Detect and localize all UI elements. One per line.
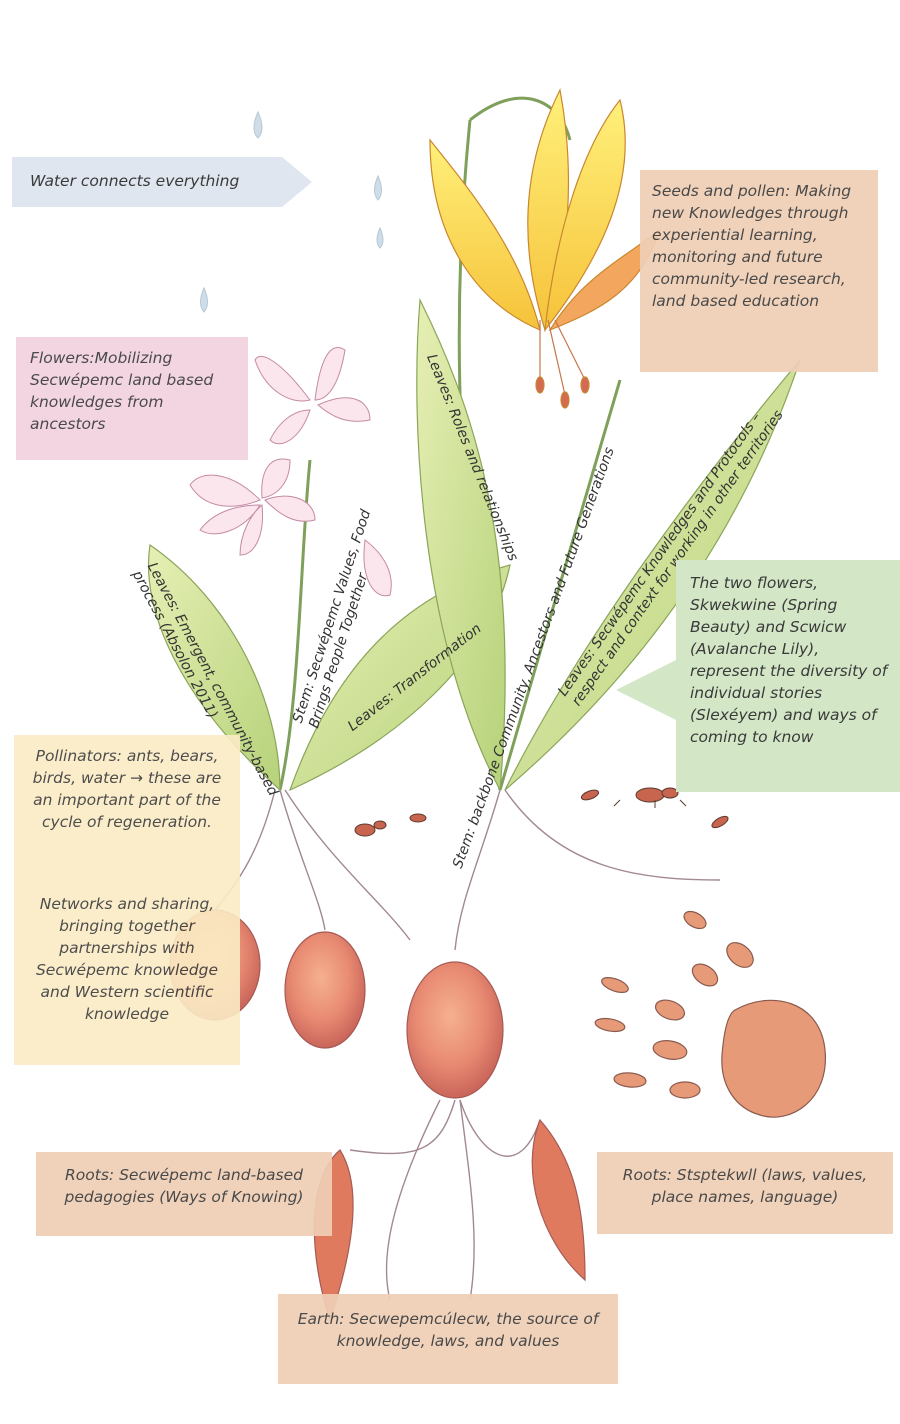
roots-right-box: Roots: Stsptekwll (laws, values, place n… [597, 1152, 893, 1234]
ant-icon [355, 788, 730, 836]
flowers-box: Flowers:Mobilizing Secwépemc land based … [16, 337, 248, 460]
earth-box: Earth: Secwepemcúlecw, the source of kno… [278, 1294, 618, 1384]
seeds-pollen-label: Seeds and pollen: Making new Knowledges … [652, 182, 851, 310]
seeds-pollen-box: Seeds and pollen: Making new Knowledges … [640, 170, 878, 372]
two-flowers-callout: The two flowers, Skwekwine (Spring Beaut… [616, 560, 900, 792]
bear-paw-print-icon [594, 908, 825, 1117]
roots-left-box: Roots: Secwépemc land-based pedagogies (… [36, 1152, 332, 1236]
roots-left-label: Roots: Secwépemc land-based pedagogies (… [65, 1166, 304, 1206]
pollinators-box: Pollinators: ants, bears, birds, water →… [14, 735, 240, 1065]
pollinators-label: Pollinators: ants, bears, birds, water →… [22, 745, 232, 833]
avalanche-lily [430, 90, 660, 408]
flowers-label: Flowers:Mobilizing Secwépemc land based … [30, 349, 213, 433]
roots-right-label: Roots: Stsptekwll (laws, values, place n… [623, 1166, 867, 1206]
networks-label: Networks and sharing, bringing together … [22, 893, 232, 1025]
earth-label: Earth: Secwepemcúlecw, the source of kno… [298, 1310, 599, 1350]
water-label: Water connects everything [30, 170, 290, 192]
raindrop-icon [201, 112, 384, 312]
water-arrow: Water connects everything [12, 157, 312, 207]
two-flowers-label: The two flowers, Skwekwine (Spring Beaut… [690, 572, 895, 748]
